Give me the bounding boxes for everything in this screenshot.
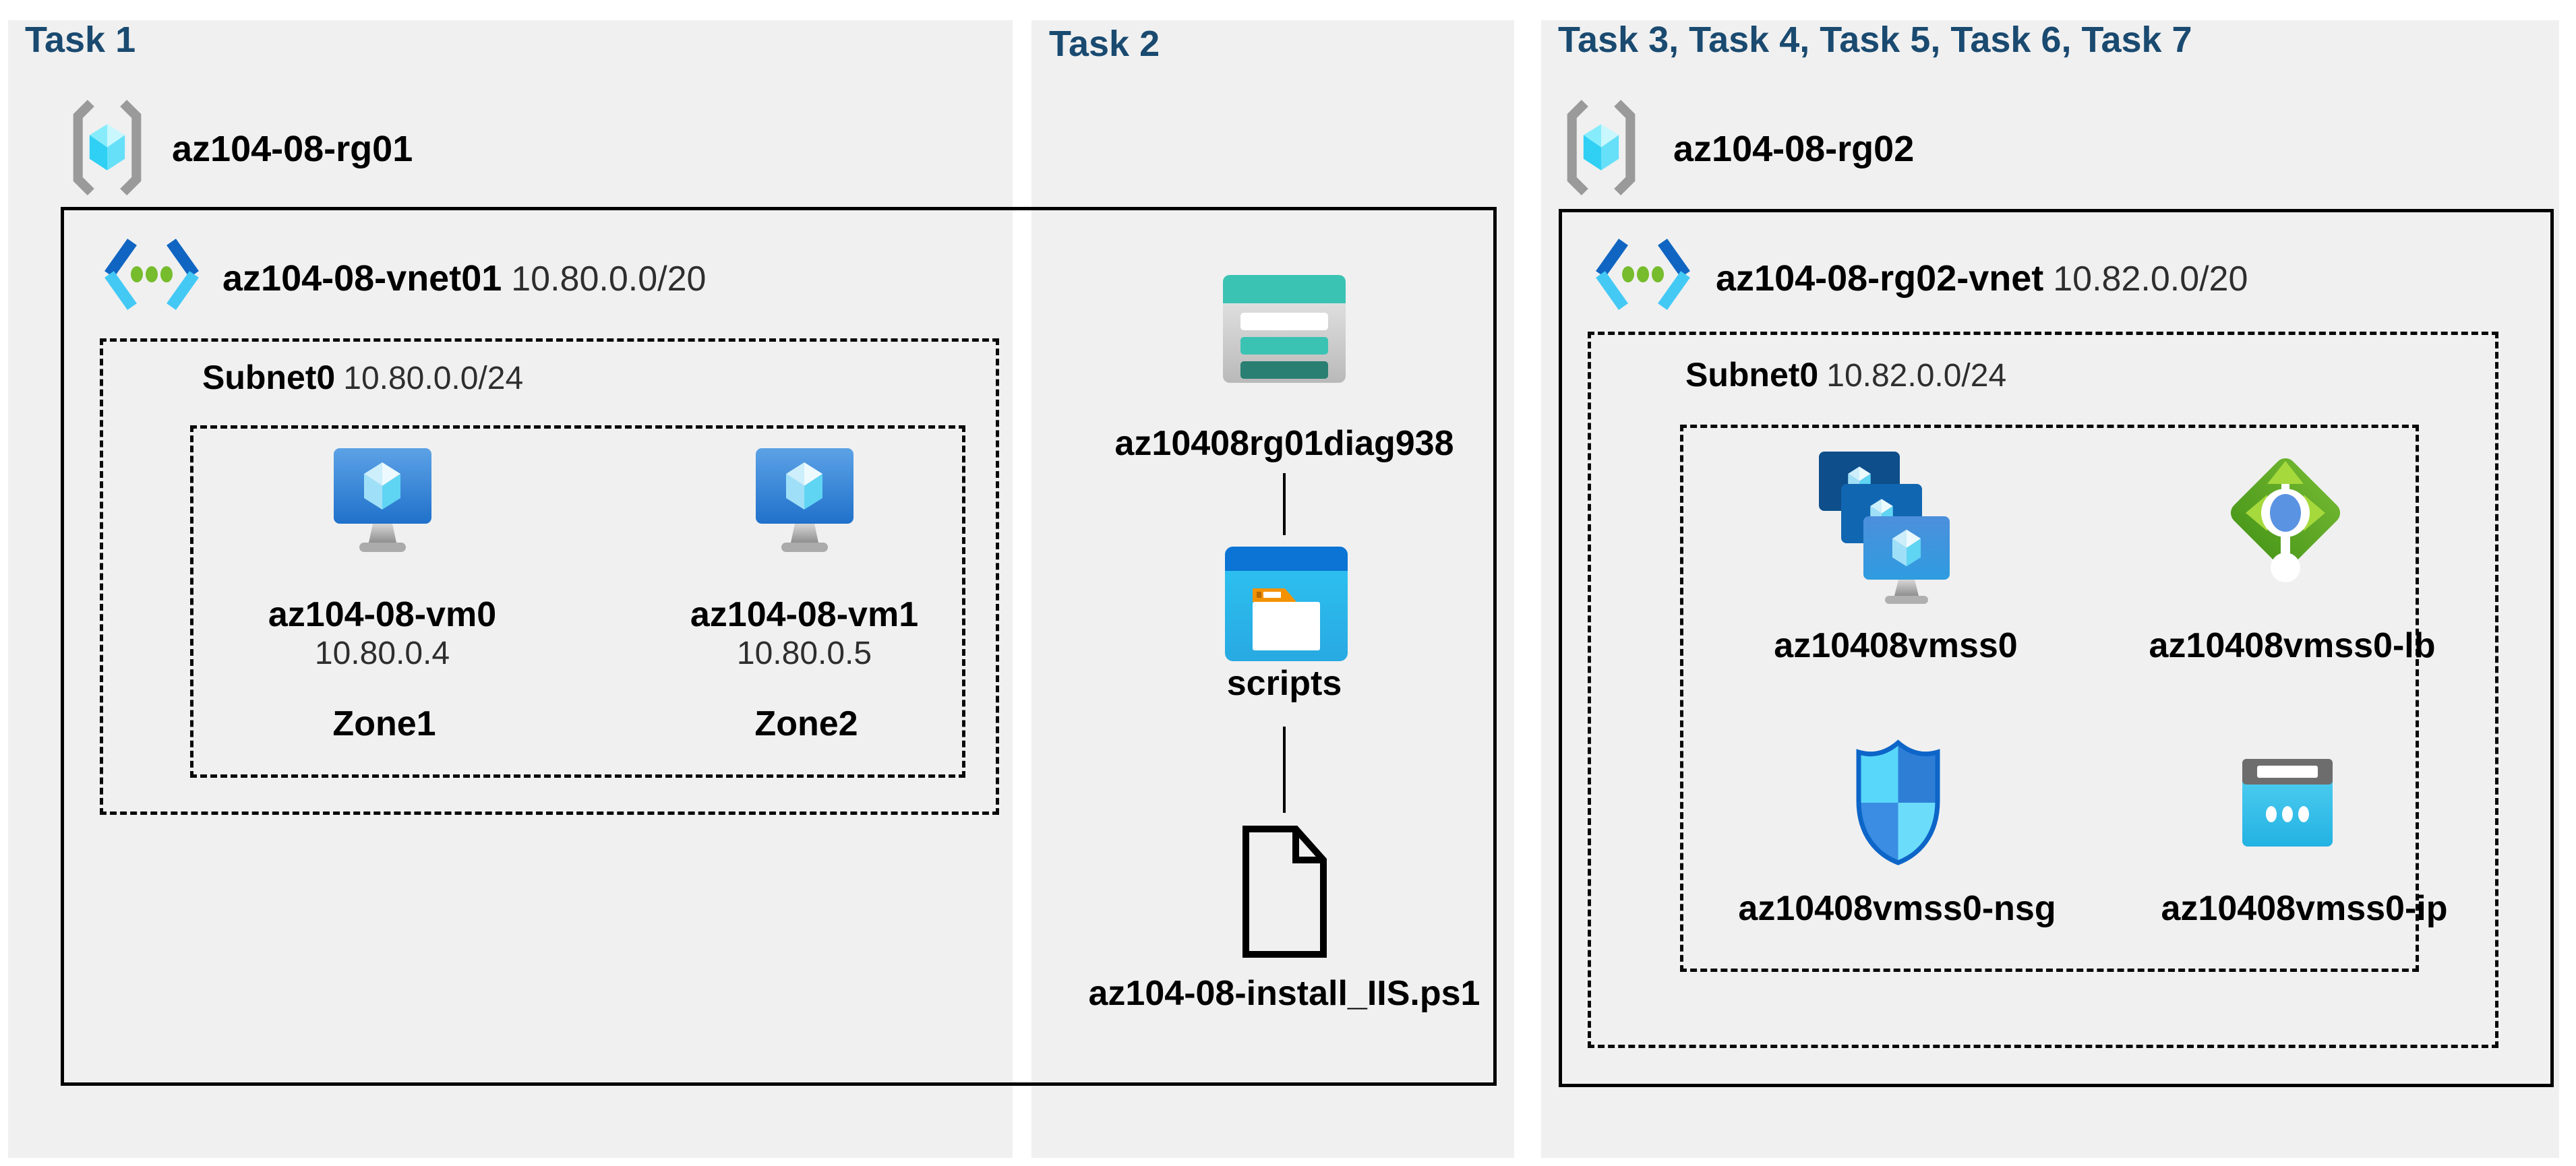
vm0-name-label: az104-08-vm0 [268,595,497,634]
public-ip-icon [2242,759,2333,847]
vmss-resources-box [1680,425,2419,972]
network-security-group-icon [1856,739,1940,865]
public-ip-label: az10408vmss0-ip [2161,889,2448,928]
task1-title: Task 1 [25,20,136,60]
nsg-label: az10408vmss0-nsg [1738,889,2056,928]
load-balancer-icon [2230,458,2341,582]
resource-group-icon [1567,100,1636,195]
powershell-file-icon [1242,826,1327,958]
rg02-label: az104-08-rg02 [1673,129,1915,169]
vm0-ip-label: 10.80.0.4 [314,636,450,671]
task3-title: Task 3, Task 4, Task 5, Task 6, Task 7 [1558,20,2192,60]
resource-group-icon [73,100,142,195]
vmss-label: az10408vmss0 [1774,626,2018,665]
vm1-zone-label: Zone2 [754,704,858,743]
subnet0-box-rg01 [100,338,999,815]
storage-account-icon [1223,275,1346,383]
zones-box [190,425,965,778]
vm-scale-set-icon [1819,452,1950,604]
rg02-boundary-box [1559,209,2554,1087]
virtual-machine-icon [334,448,431,552]
rg01-label: az104-08-rg01 [172,129,413,169]
vm1-name-label: az104-08-vm1 [690,595,919,634]
virtual-machine-icon [756,448,853,552]
virtual-network-icon [104,239,199,310]
task2-title: Task 2 [1049,24,1160,64]
virtual-network-icon [1596,239,1690,310]
storage-account-label: az10408rg01diag938 [1114,424,1454,463]
connector-line [1283,727,1286,813]
vm1-ip-label: 10.80.0.5 [736,636,872,671]
rg01-boundary-box [61,207,1497,1086]
script-file-label: az104-08-install_IIS.ps1 [1088,974,1480,1013]
container-label: scripts [1226,664,1342,703]
subnet0-box-rg02 [1588,332,2498,1048]
load-balancer-label: az10408vmss0-lb [2149,626,2436,665]
blob-container-icon [1225,547,1348,661]
connector-line [1283,473,1286,535]
vm0-zone-label: Zone1 [332,704,436,743]
